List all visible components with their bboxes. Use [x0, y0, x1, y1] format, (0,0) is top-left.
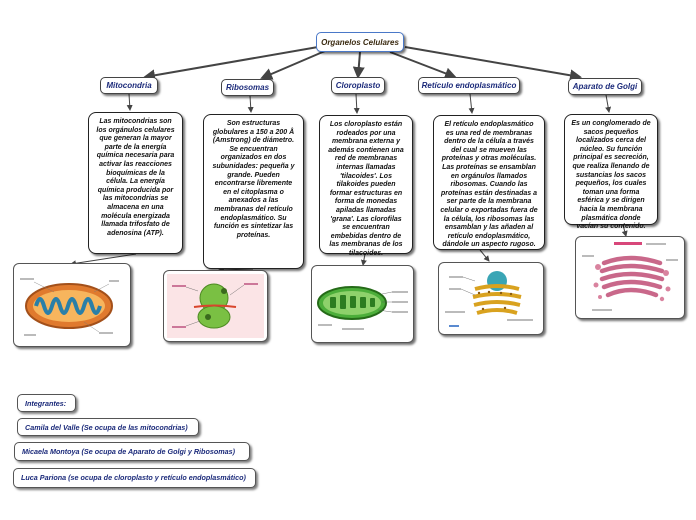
integrantes-heading-text: Integrantes:: [25, 399, 67, 408]
connector-root-mitocondria: [143, 46, 319, 82]
node-reticulo[interactable]: Retículo endoplasmático: [418, 77, 520, 94]
ribosome-icon: [167, 274, 264, 338]
node-golgi[interactable]: Aparato de Golgi: [568, 78, 642, 95]
mitochondrion-icon: [20, 278, 119, 336]
connector-root-golgi: [404, 46, 582, 82]
desc-golgi: Es un conglomerado de sacos pequeños loc…: [564, 114, 658, 230]
root-node[interactable]: Organelos Celulares: [316, 32, 404, 52]
desc-cloroplasto-text: Los cloroplasto están rodeados por una m…: [328, 121, 404, 257]
connector-root-reticulo: [389, 51, 457, 80]
node-mitocondria[interactable]: Mitocondria: [100, 77, 158, 94]
golgi-apparatus-icon: [582, 242, 678, 311]
endoplasmic-reticulum-icon: [445, 271, 533, 327]
node-ribosomas-title: Ribosomas: [225, 83, 270, 92]
ribosome-image[interactable]: [163, 270, 268, 342]
member-item-micaela-text: Micaela Montoya (Se ocupa de Aparato de …: [22, 447, 236, 456]
member-item-micaela[interactable]: Micaela Montoya (Se ocupa de Aparato de …: [14, 442, 250, 461]
desc-cloroplasto: Los cloroplasto están rodeados por una m…: [319, 115, 413, 257]
chloroplast-image[interactable]: [311, 265, 414, 343]
connector-root-ribosomas: [260, 50, 326, 80]
integrantes-heading: Integrantes:: [17, 394, 76, 412]
node-cloroplasto-title: Cloroplasto: [335, 81, 381, 90]
desc-reticulo: El retículo endoplasmático es una red de…: [433, 115, 545, 250]
member-item-camila[interactable]: Camila del Valle (Se ocupa de las mitoco…: [17, 418, 199, 436]
node-reticulo-title: Retículo endoplasmático: [421, 81, 517, 90]
node-cloroplasto[interactable]: Cloroplasto: [331, 77, 385, 94]
desc-reticulo-text: El retículo endoplasmático es una red de…: [440, 121, 538, 249]
member-item-camila-text: Camila del Valle (Se ocupa de las mitoco…: [25, 423, 188, 432]
desc-ribosomas-text: Son estructuras globulares a 150 a 200 Å…: [212, 120, 295, 239]
chloroplast-icon: [317, 286, 408, 330]
desc-ribosomas: Son estructuras globulares a 150 a 200 Å…: [203, 114, 304, 269]
golgi-apparatus-image[interactable]: [575, 236, 685, 319]
node-golgi-title: Aparato de Golgi: [572, 82, 638, 91]
desc-golgi-text: Es un conglomerado de sacos pequeños loc…: [571, 120, 651, 231]
desc-mitocondria-text: Las mitocondrias son los orgánulos celul…: [96, 118, 175, 237]
member-item-luca-text: Luca Pariona (se ocupa de cloroplasto y …: [21, 473, 246, 482]
mitochondrion-image[interactable]: [13, 263, 131, 347]
endoplasmic-reticulum-image[interactable]: [438, 262, 544, 335]
member-item-luca[interactable]: Luca Pariona (se ocupa de cloroplasto y …: [13, 468, 256, 488]
root-title: Organelos Celulares: [321, 37, 399, 47]
connector-root-cloroplasto: [352, 51, 365, 79]
node-mitocondria-title: Mitocondria: [106, 81, 152, 90]
node-ribosomas[interactable]: Ribosomas: [221, 79, 274, 96]
desc-mitocondria: Las mitocondrias son los orgánulos celul…: [88, 112, 183, 254]
